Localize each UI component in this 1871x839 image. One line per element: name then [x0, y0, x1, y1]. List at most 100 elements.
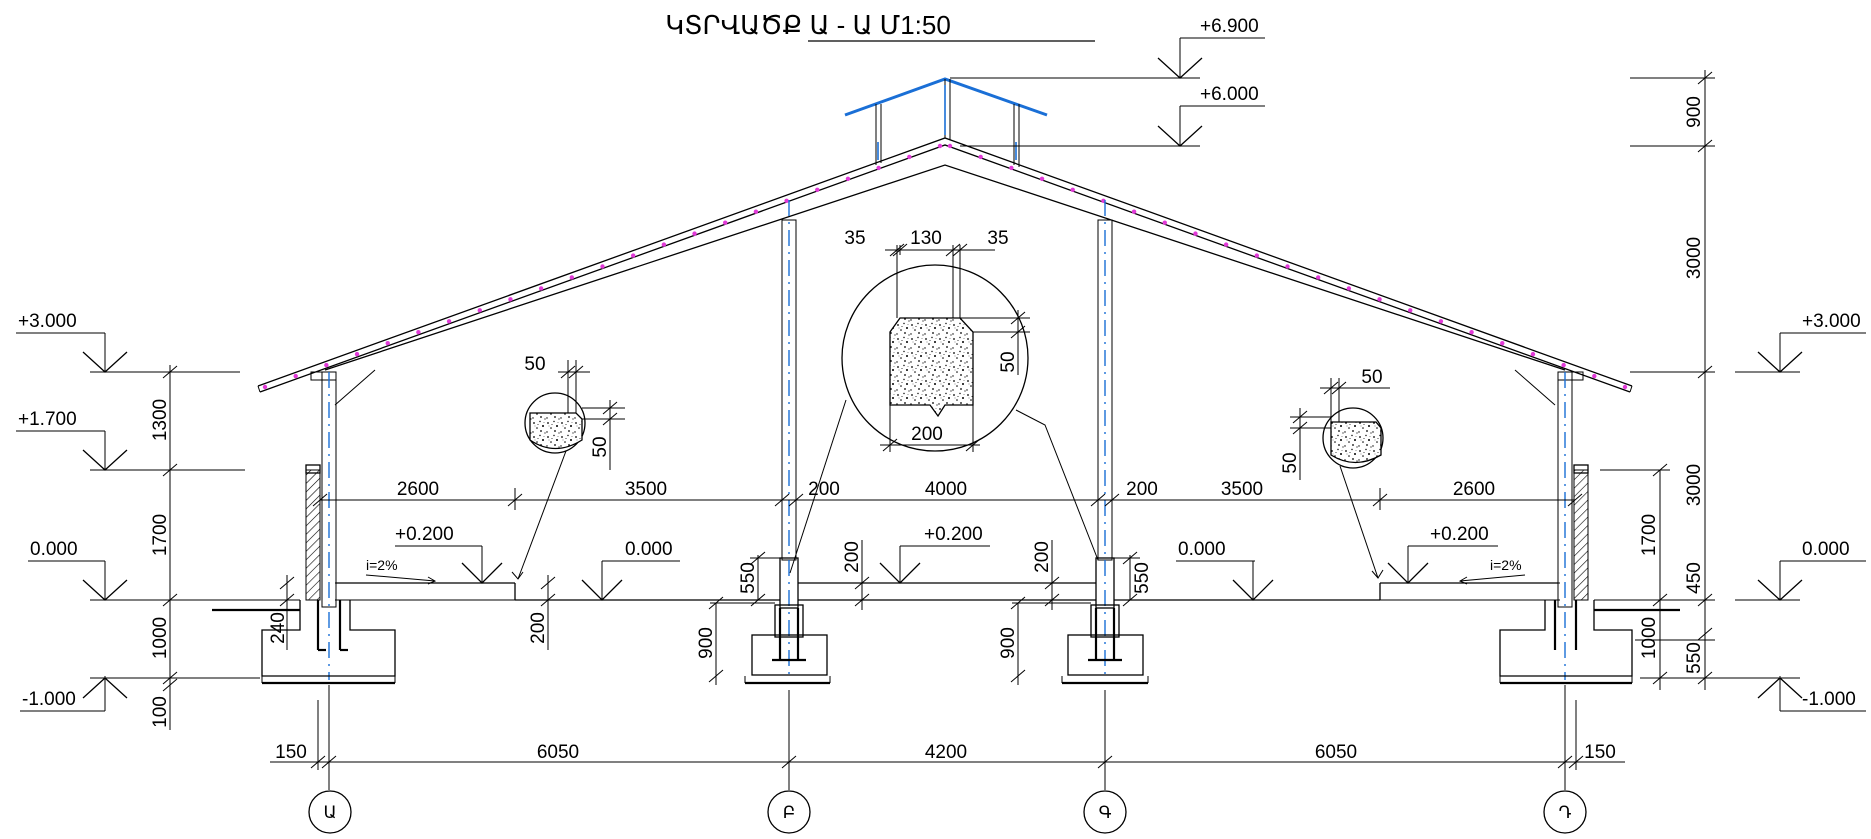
rafter-marker	[324, 362, 329, 368]
svg-text:6050: 6050	[537, 742, 579, 763]
svg-text:50: 50	[524, 354, 545, 375]
rafter-marker	[978, 154, 983, 160]
column-b	[744, 200, 831, 685]
rafter-marker	[1622, 384, 1628, 390]
svg-text:2600: 2600	[1453, 479, 1495, 500]
svg-text:+6.000: +6.000	[1200, 84, 1259, 105]
svg-text:1300: 1300	[150, 399, 171, 441]
svg-text:1700: 1700	[1639, 514, 1660, 556]
level-mark-floor-pad-2: +0.200	[879, 524, 990, 584]
column-g	[1061, 200, 1149, 685]
level-mark-floor-zero-1: 0.000	[581, 539, 680, 601]
dim-tick	[1372, 493, 1388, 507]
dim-chain-interior: 2600 3500 200 4000 200 3500 2600	[312, 479, 1583, 510]
dim-tick	[507, 493, 523, 507]
svg-text:3500: 3500	[625, 479, 667, 500]
rafter-marker	[876, 165, 881, 171]
svg-text:200: 200	[1126, 479, 1158, 500]
rafter-marker	[815, 187, 820, 193]
rafter-marker	[385, 340, 390, 346]
rafter-marker	[1438, 319, 1444, 324]
svg-text:i=2%: i=2%	[1490, 557, 1522, 573]
svg-text:Գ: Գ	[1099, 803, 1112, 822]
ridge-vent	[844, 77, 1048, 167]
svg-text:3500: 3500	[1221, 479, 1263, 500]
rafter-marker	[1285, 264, 1290, 269]
rafter-marker	[1346, 286, 1352, 291]
rafter-marker	[1377, 297, 1382, 302]
svg-text:35: 35	[987, 228, 1008, 249]
svg-text:0.000: 0.000	[1178, 539, 1226, 560]
rafter-marker	[1254, 253, 1260, 258]
rafter-marker	[446, 319, 452, 324]
axis-bubble-d: Դ	[1543, 790, 1587, 834]
dim-column-b: 550 200 900	[696, 540, 870, 685]
svg-text:900: 900	[998, 627, 1019, 659]
rafter-marker	[1131, 209, 1137, 214]
svg-text:0.000: 0.000	[625, 539, 673, 560]
svg-text:i=2%: i=2%	[366, 557, 398, 573]
rafter-marker	[1530, 351, 1536, 357]
slope-right: i=2%	[1458, 557, 1526, 585]
rafter-marker	[723, 220, 728, 225]
svg-text:4200: 4200	[925, 742, 967, 763]
dim-tick	[1567, 493, 1583, 507]
rafter-marker	[1039, 176, 1045, 182]
svg-text:4000: 4000	[925, 479, 967, 500]
svg-text:3000: 3000	[1684, 237, 1705, 279]
svg-text:1000: 1000	[1639, 617, 1660, 659]
svg-text:Ա: Ա	[323, 803, 336, 822]
rafter-marker	[1070, 187, 1075, 193]
right-wall	[1378, 371, 1680, 685]
level-mark-eave-right: +3.000	[1735, 311, 1866, 373]
svg-text:2600: 2600	[397, 479, 439, 500]
rafter-marker	[1193, 231, 1198, 236]
rafter-marker	[1500, 340, 1505, 346]
rafter-marker	[947, 143, 953, 149]
svg-text:Բ: Բ	[783, 803, 795, 822]
svg-text:200: 200	[911, 424, 943, 445]
svg-text:200: 200	[808, 479, 840, 500]
svg-text:550: 550	[1132, 562, 1153, 594]
svg-text:450: 450	[1684, 562, 1705, 594]
rafter-marker	[1223, 242, 1229, 247]
rafter-marker	[262, 384, 268, 390]
svg-text:Դ: Դ	[1559, 803, 1572, 822]
dim-tick	[1104, 493, 1120, 507]
level-mark-floor-zero-2: 0.000	[1176, 539, 1274, 601]
rafter-marker	[569, 275, 575, 280]
svg-text:550: 550	[1684, 642, 1705, 674]
level-mark-eave-left: +3.000	[16, 311, 240, 373]
rafter-marker	[845, 176, 851, 182]
svg-text:+6.900: +6.900	[1200, 16, 1259, 37]
svg-text:130: 130	[910, 228, 942, 249]
rafter-marker	[692, 231, 697, 236]
svg-text:550: 550	[738, 562, 759, 594]
level-mark-wall-top: +1.700	[16, 409, 245, 471]
svg-text:50: 50	[590, 436, 611, 457]
rafter-marker	[753, 209, 759, 214]
detail-circle-center: 35 130 35 50 200	[789, 228, 1099, 574]
rafter-marker	[784, 198, 789, 203]
level-mark-ground-left: 0.000	[28, 539, 245, 601]
rafter-marker	[661, 242, 667, 247]
rafter-marker	[1592, 373, 1597, 379]
svg-text:240: 240	[268, 612, 289, 644]
svg-text:+1.700: +1.700	[18, 409, 77, 430]
rafter-marker	[508, 297, 513, 302]
svg-text:50: 50	[1280, 452, 1301, 473]
svg-text:900: 900	[1684, 96, 1705, 128]
level-mark-floor-pad-3: +0.200	[1387, 524, 1498, 584]
svg-text:0.000: 0.000	[1802, 539, 1850, 560]
dim-step-left: 200	[528, 575, 556, 650]
axis-bubble-b: Բ	[767, 790, 811, 834]
svg-text:-1.000: -1.000	[22, 689, 76, 710]
svg-text:100: 100	[150, 696, 171, 728]
svg-text:1700: 1700	[150, 514, 171, 556]
level-mark-ground-right: 0.000	[1735, 539, 1866, 601]
svg-text:150: 150	[275, 742, 307, 763]
svg-text:3000: 3000	[1684, 464, 1705, 506]
dim-chain-bottom: 150 6050 4200 6050 150	[270, 685, 1625, 790]
level-mark-foundation-left: -1.000	[20, 676, 260, 712]
svg-text:+3.000: +3.000	[18, 311, 77, 332]
